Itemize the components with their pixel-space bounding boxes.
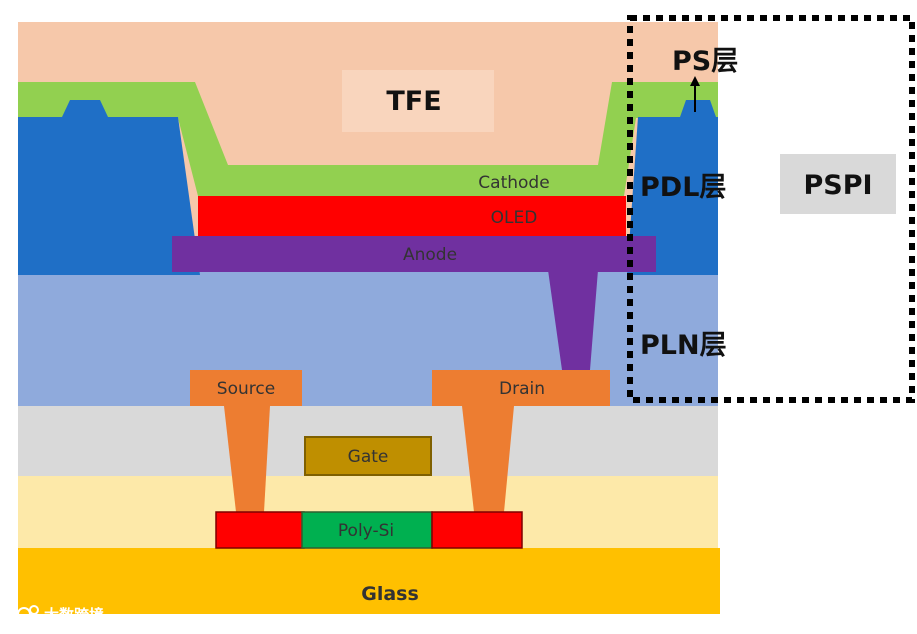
gate-label: Gate <box>348 447 389 467</box>
pspi-callout-box <box>627 15 915 403</box>
watermark-logo-icon <box>17 607 31 621</box>
tfe-label-box <box>342 70 494 132</box>
drain-via <box>462 406 514 512</box>
ps-arrow-head <box>690 76 700 86</box>
oled-label: OLED <box>491 208 538 228</box>
pln-layer <box>18 270 718 406</box>
poly-si-doped-right <box>431 511 523 549</box>
ps-layer-label: PS层 <box>672 46 738 77</box>
drain-label: Drain <box>499 379 545 399</box>
poly-si-doped-left <box>215 511 305 549</box>
anode-layer <box>172 236 656 272</box>
pdl-right-bank <box>627 117 718 275</box>
pspi-label: PSPI <box>803 170 872 201</box>
ps-spacer-left <box>62 100 108 117</box>
anode-via <box>548 270 598 370</box>
cathode-layer <box>18 82 718 196</box>
pln-layer-label: PLN层 <box>640 330 727 361</box>
gate-electrode <box>304 436 432 476</box>
pspi-label-box <box>780 154 896 214</box>
drain-electrode <box>432 370 610 406</box>
pdl-left-bank <box>18 117 200 275</box>
tfe-label: TFE <box>386 86 441 117</box>
oled-layer <box>198 196 626 236</box>
source-electrode <box>190 370 302 406</box>
cathode-label: Cathode <box>478 173 549 193</box>
glass-label: Glass <box>361 583 419 605</box>
pdl-layer-label: PDL层 <box>640 172 726 203</box>
ps-spacer-right <box>680 100 716 117</box>
anode-label: Anode <box>403 245 457 265</box>
poly-si-label: Poly-Si <box>338 521 394 541</box>
source-via <box>224 406 270 512</box>
source-label: Source <box>217 379 275 399</box>
glass-substrate <box>18 548 720 614</box>
poly-si-channel <box>301 511 433 549</box>
watermark-text: 大数跨境 <box>44 606 104 624</box>
watermark: 大数跨境 <box>17 605 104 624</box>
